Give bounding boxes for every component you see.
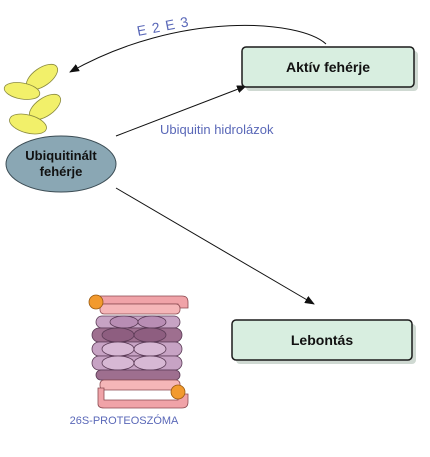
degradation-label: Lebontás: [291, 332, 353, 348]
ubiquitinated-label-line1: Ubiquitinált: [25, 148, 97, 163]
ubiquitin-molecule: [3, 82, 41, 100]
ubiquitinated-label-line2: fehérje: [40, 164, 83, 179]
degradation-arrow: [115, 187, 315, 305]
active-protein-label: Aktív fehérje: [286, 59, 370, 75]
proteasome-label: 26S-PROTEOSZÓMA: [70, 414, 179, 427]
ubiquitinated-protein-node: [5, 135, 117, 193]
proteasome-illustration: [88, 294, 189, 409]
recycle-arrow: [69, 24, 327, 73]
active-protein-box: [241, 46, 415, 88]
degradation-box: [231, 319, 413, 361]
hydrolase-label: Ubiquitin hidrolázok: [160, 122, 274, 137]
ubiquitin-molecule: [9, 113, 47, 135]
ubiquitin-chain: [3, 63, 62, 135]
activation-arrow: [115, 85, 247, 137]
